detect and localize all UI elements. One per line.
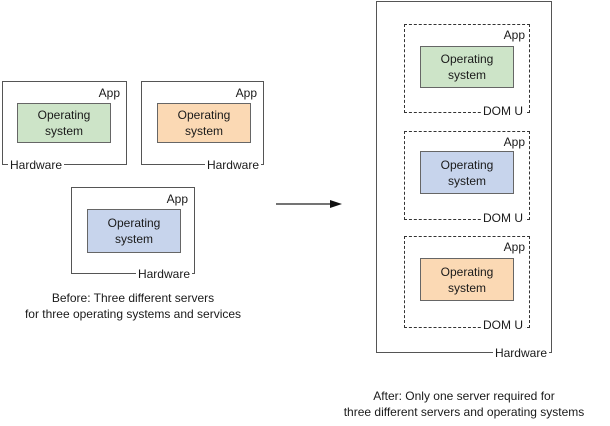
operating-system-box: Operating system [420,151,514,194]
os-label-line1: Operating [440,52,494,66]
os-label-line1: Operating [107,216,161,230]
app-label: App [98,86,120,100]
app-label: App [235,86,257,100]
before-server-3: App Operating system Hardware [71,187,195,281]
before-caption-line1: Before: Three different servers [51,291,215,305]
app-label: App [503,28,525,42]
dom-u-domain-1: App Operating system DOM U [404,24,530,118]
os-label-line1: Operating [440,264,494,279]
app-label: App [503,240,525,254]
hardware-label: Hardware [492,346,549,360]
os-label-line1: Operating [177,108,231,122]
app-label: App [166,192,188,206]
os-label-line2: system [44,124,83,138]
operating-system-box: Operating system [420,258,514,301]
operating-system-box: Operating system [157,103,251,143]
os-label-line2: system [447,173,486,188]
after-hardware-server: Hardware App Operating system DOM U App … [376,1,552,360]
before-server-1: App Operating system Hardware [2,81,127,172]
operating-system-box: Operating system [17,103,111,143]
os-label-line2: system [114,232,153,246]
hardware-label: Hardware [8,158,65,172]
os-label-line2: system [447,68,486,82]
after-caption: After: Only one server required for thre… [318,388,610,420]
before-server-2: App Operating system Hardware [141,81,264,172]
hardware-label: Hardware [135,267,192,281]
dom-u-label: DOM U [481,104,525,118]
dom-u-label: DOM U [481,211,525,225]
dom-u-domain-2: App Operating system DOM U [404,131,530,225]
right-arrow-icon [276,200,342,208]
os-label-line2: system [447,280,486,295]
app-label: App [503,135,525,149]
os-label-line2: system [184,124,223,138]
os-label-line1: Operating [440,157,494,172]
before-caption-line2: for three operating systems and services [24,307,242,321]
after-caption-line2: three different servers and operating sy… [343,405,585,419]
hardware-label: Hardware [204,158,261,172]
dom-u-label: DOM U [481,318,525,332]
before-caption: Before: Three different servers for thre… [0,290,266,322]
operating-system-box: Operating system [87,209,181,253]
operating-system-box: Operating system [420,46,514,88]
dom-u-domain-3: App Operating system DOM U [404,236,530,332]
os-label-line1: Operating [37,108,91,122]
after-caption-line1: After: Only one server required for [373,389,555,403]
